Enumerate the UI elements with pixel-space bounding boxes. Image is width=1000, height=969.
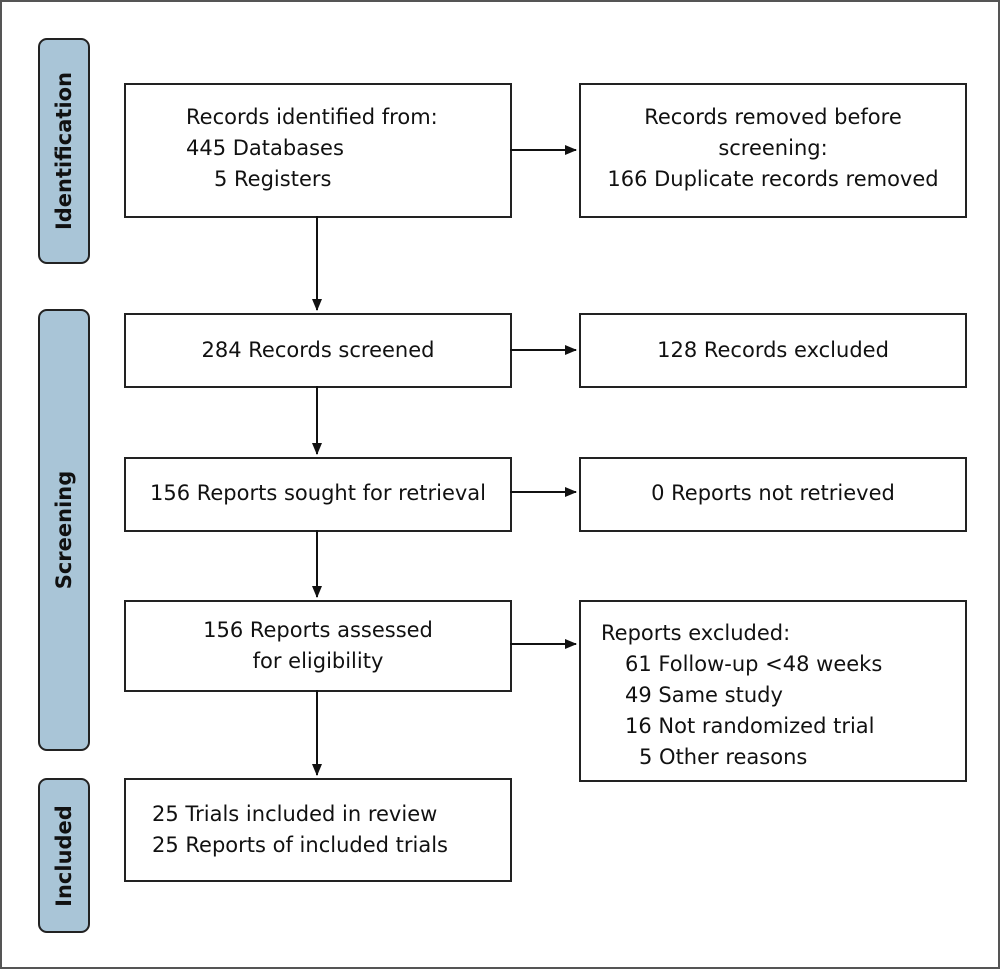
records-removed-box: Records removed before screening: 166 Du… [579,83,967,218]
phase-included: Included [38,778,90,933]
reports-sought-box: 156 Reports sought for retrieval [124,457,512,532]
reports-excluded-box: Reports excluded: 61 Follow-up <48 weeks… [579,600,967,782]
included-reports: 25 Reports of included trials [152,833,448,857]
reports-excluded-other: 5 Other reasons [639,745,808,769]
reports-not-retrieved-box: 0 Reports not retrieved [579,457,967,532]
records-identified-title: Records identified from: [186,105,438,129]
records-removed-line-3: 166 Duplicate records removed [607,167,939,191]
records-screened-box: 284 Records screened [124,313,512,388]
records-identified-box: Records identified from: 445 Databases 5… [124,83,512,218]
included-box: 25 Trials included in review 25 Reports … [124,778,512,882]
reports-excluded-not-randomized: 16 Not randomized trial [625,714,875,738]
records-screened-text: 284 Records screened [201,338,435,362]
records-excluded-box: 128 Records excluded [579,313,967,388]
records-identified-databases: 445 Databases [186,136,344,160]
phase-screening: Screening [38,309,90,751]
reports-excluded-followup: 61 Follow-up <48 weeks [625,652,883,676]
included-trials: 25 Trials included in review [152,802,438,826]
records-removed-line-1: Records removed before [644,105,902,129]
reports-excluded-title: Reports excluded: [601,621,791,645]
phase-identification: Identification [38,38,90,264]
reports-excluded-same-study: 49 Same study [625,683,783,707]
records-identified-registers: 5 Registers [214,167,332,191]
reports-assessed-line-2: for eligibility [252,649,384,673]
reports-assessed-box: 156 Reports assessed for eligibility [124,600,512,692]
reports-not-retrieved-text: 0 Reports not retrieved [651,481,895,505]
reports-assessed-line-1: 156 Reports assessed [203,618,433,642]
records-removed-line-2: screening: [718,136,828,160]
reports-sought-text: 156 Reports sought for retrieval [149,481,487,505]
records-excluded-text: 128 Records excluded [657,338,889,362]
